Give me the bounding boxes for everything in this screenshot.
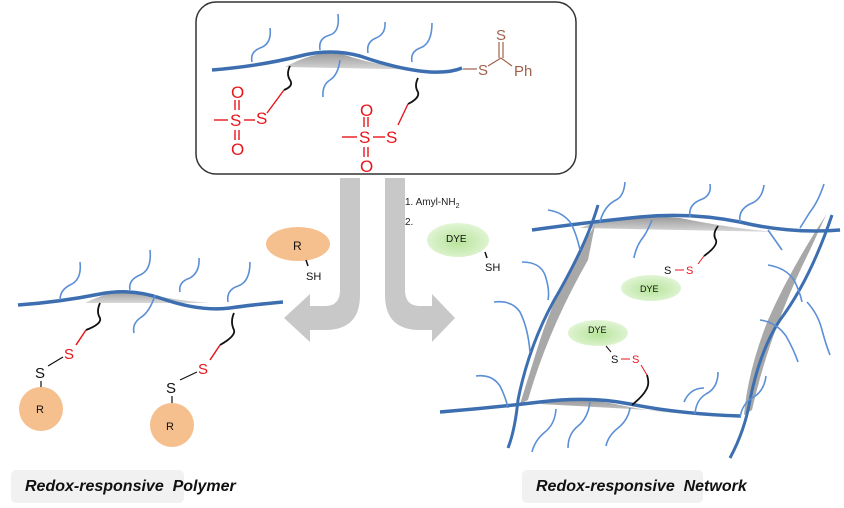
precursor-polymer-box — [195, 1, 577, 175]
svg-text:R: R — [36, 404, 44, 416]
arrow-left — [284, 178, 360, 342]
svg-text:S: S — [478, 62, 488, 79]
side-chains — [250, 13, 433, 98]
svg-text:DYE: DYE — [640, 284, 659, 294]
dye-thiol-reagent: DYE SH — [427, 223, 500, 274]
svg-text:O: O — [231, 140, 244, 159]
svg-text:S: S — [611, 354, 618, 366]
svg-text:SH: SH — [306, 271, 321, 283]
svg-text:S: S — [35, 365, 45, 382]
svg-text:S: S — [664, 265, 671, 277]
svg-text:O: O — [231, 83, 244, 102]
svg-text:SH: SH — [485, 262, 500, 274]
svg-text:S: S — [64, 346, 74, 363]
svg-text:O: O — [360, 101, 373, 120]
svg-text:R: R — [166, 421, 174, 433]
svg-text:O: O — [360, 157, 373, 176]
svg-text:Ph: Ph — [514, 63, 532, 80]
dithiobenzoate-end-group: S S Ph — [463, 27, 532, 80]
caption-redox-polymer: Redox-responsive Polymer — [11, 470, 236, 503]
svg-text:S: S — [198, 361, 208, 378]
svg-text:S: S — [496, 27, 506, 44]
svg-text:S: S — [386, 128, 397, 147]
reaction-step-2: 2. — [405, 217, 414, 228]
methanethiosulfonate-group-2: S S O O — [342, 101, 409, 176]
side-chains — [59, 249, 251, 334]
svg-text:S: S — [686, 265, 693, 277]
svg-text:DYE: DYE — [446, 234, 467, 245]
left-product-polymer: S S R S S R — [17, 249, 284, 447]
arrow-right — [385, 178, 455, 342]
svg-text:S: S — [359, 128, 370, 147]
svg-text:DYE: DYE — [588, 325, 607, 335]
svg-text:S: S — [166, 380, 176, 397]
top-polymer: S S O O S S O O S — [211, 13, 532, 176]
svg-text:R: R — [293, 239, 302, 253]
svg-text:S: S — [632, 354, 639, 366]
methanethiosulfonate-group-1: S S O O — [214, 83, 285, 159]
caption-redox-network: Redox-responsive Network — [522, 470, 747, 503]
right-product-network: S S DYE DYE S S — [439, 181, 841, 459]
r-thiol-reagent: R SH — [266, 227, 330, 283]
reaction-step-1: 1. Amyl-NH2 — [405, 197, 460, 210]
network-side-chains — [475, 181, 831, 453]
svg-text:S: S — [230, 111, 241, 130]
svg-text:S: S — [256, 109, 267, 128]
